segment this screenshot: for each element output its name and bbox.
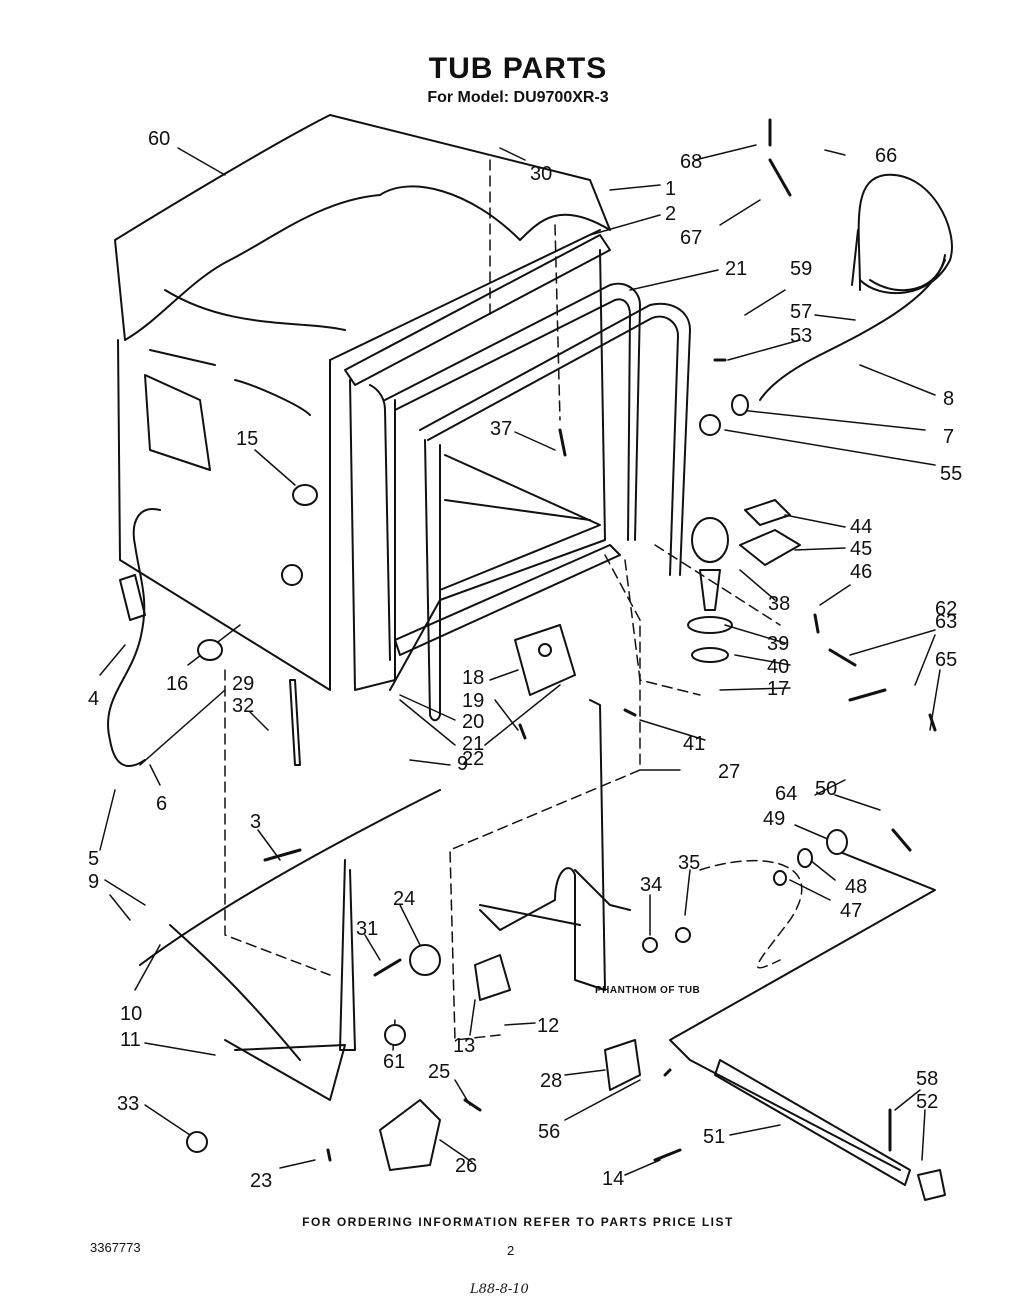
ordering-footer: FOR ORDERING INFORMATION REFER TO PARTS … [302,1215,734,1229]
document-number: 3367773 [90,1240,141,1255]
callout-16: 16 [166,673,188,695]
callout-40: 40 [767,656,789,678]
callout-64: 64 [775,783,797,805]
callout-39: 39 [767,633,789,655]
callout-65: 65 [935,649,957,671]
callout-21b: 21 [462,733,484,755]
tub-back-top-edge [329,229,601,361]
tub-front-frame [344,234,611,386]
callout-33: 33 [117,1093,139,1115]
callout-66: 66 [875,145,897,167]
callout-10: 10 [120,1003,142,1025]
door-cable-10 [139,789,441,966]
callout-4: 4 [88,688,99,710]
door-gasket-21 [384,282,641,541]
callout-15: 15 [236,428,258,450]
callout-3: 3 [250,811,261,833]
callout-31: 31 [356,918,378,940]
toe-plate-51 [714,1059,911,1186]
callout-19: 19 [462,690,484,712]
callout-35: 35 [678,852,700,874]
callout-56: 56 [538,1121,560,1143]
callout-8: 8 [943,388,954,410]
callout-28: 28 [540,1070,562,1092]
callout-20: 20 [462,711,484,733]
callout-48: 48 [845,876,867,898]
callout-1: 1 [665,178,676,200]
door-gasket-20 [419,302,691,576]
fill-hose-coil [857,173,953,295]
part-18-housing [514,624,576,696]
callout-17: 17 [767,678,789,700]
callout-34: 34 [640,874,662,896]
phantom-of-tub-label: PHANTHOM OF TUB [595,985,700,996]
callout-50: 50 [815,778,837,800]
callout-46: 46 [850,561,872,583]
support-channel-29 [289,679,301,766]
page-number: 2 [507,1243,515,1258]
callout-53: 53 [790,325,812,347]
callout-6: 6 [156,793,167,815]
valve-26 [379,1099,441,1171]
callout-29: 29 [232,673,254,695]
bracket-28 [604,1039,641,1091]
callout-2: 2 [665,203,676,225]
fill-hose-8 [759,259,946,401]
callout-12: 12 [537,1015,559,1037]
callout-67: 67 [680,227,702,249]
callout-38: 38 [768,593,790,615]
callout-45: 45 [850,538,872,560]
callout-49: 49 [763,808,785,830]
callout-23: 23 [250,1170,272,1192]
callout-30: 30 [530,163,552,185]
callout-62: 62 [935,598,957,620]
callout-11: 11 [120,1029,141,1051]
callout-9b: 9 [88,871,99,893]
callout-60: 60 [148,128,170,150]
callout-27: 27 [718,761,740,783]
callout-32: 32 [232,695,254,717]
callout-9: 9 [457,753,468,775]
tub-floor [394,544,621,656]
wheel-24 [409,944,441,976]
callout-labels: 60 30 1 2 68 66 67 21 59 57 53 8 7 55 37… [88,128,962,1192]
tub-left-wall [117,339,331,691]
callout-5: 5 [88,848,99,870]
callout-41: 41 [683,733,705,755]
door-hinge-11 [224,1039,346,1101]
callout-61: 61 [383,1051,405,1073]
float-38 [691,517,729,563]
callout-18: 18 [462,667,484,689]
callout-24: 24 [393,888,415,910]
callout-58: 58 [916,1068,938,1090]
callout-21: 21 [725,258,747,280]
page-title: TUB PARTS [428,52,608,85]
callout-57: 57 [790,301,812,323]
callout-55: 55 [940,463,962,485]
bracket-27 [479,699,606,991]
callout-52: 52 [916,1091,938,1113]
callout-14: 14 [602,1168,624,1190]
bracket-13 [474,954,511,1001]
callout-68: 68 [680,151,702,173]
callout-25: 25 [428,1061,450,1083]
callout-7: 7 [943,426,954,448]
callout-59: 59 [790,258,812,280]
tub-insulation-blanket [114,114,611,341]
callout-63: 63 [935,611,957,633]
callout-51: 51 [703,1126,725,1148]
callout-44: 44 [850,516,872,538]
model-subtitle: For Model: DU9700XR-3 [427,89,609,106]
callout-47: 47 [840,900,862,922]
callout-22: 22 [462,748,484,770]
drain-hose-4 [107,508,161,767]
callout-13: 13 [453,1035,475,1057]
callout-37: 37 [490,418,512,440]
handwritten-note: L88-8-10 [470,1282,529,1297]
callout-26: 26 [455,1155,477,1177]
